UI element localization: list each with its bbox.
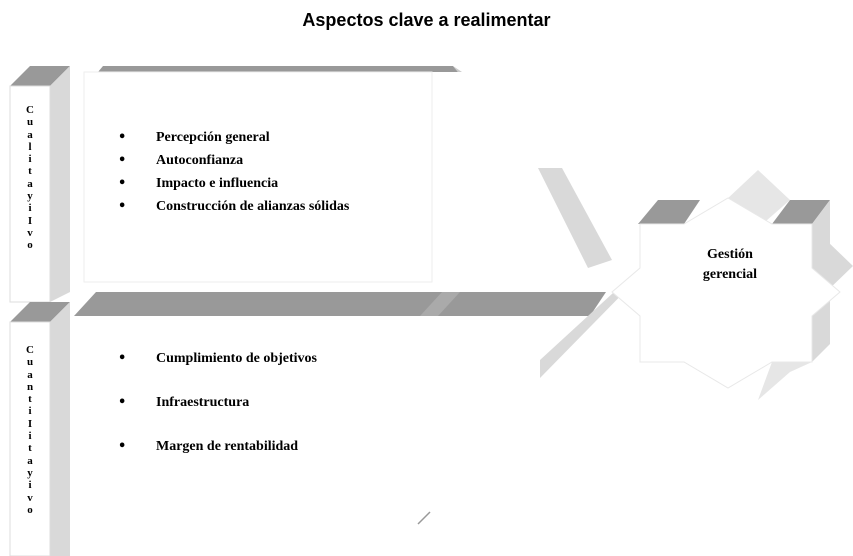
side-label-char: a [27, 368, 33, 381]
qualitative-box-top-face [98, 66, 458, 72]
qualitative-list: Percepción general Autoconfianza Impacto… [108, 126, 349, 218]
list-item: Percepción general [108, 126, 349, 149]
list-item: Construcción de alianzas sólidas [108, 195, 349, 218]
side-label-char: i [28, 479, 32, 492]
star-bottom-face [758, 362, 812, 400]
side-label-char: v [27, 491, 33, 504]
side-label-char: v [27, 226, 33, 239]
separator-band [74, 292, 606, 316]
star-top-face-right [772, 200, 830, 224]
side-label-char: I [27, 417, 33, 430]
side-label-char: i [28, 153, 32, 166]
side-label-char: l [28, 140, 32, 153]
connector-upper-band [538, 168, 612, 268]
connector-lower-band [540, 270, 640, 378]
side-label-char: o [27, 239, 33, 252]
list-item: Infraestructura [108, 393, 317, 413]
side-label-char: a [27, 177, 33, 190]
side-label-char: t [28, 393, 32, 406]
qualitative-box-top-right-bevel [453, 66, 462, 72]
list-item: Impacto e influencia [108, 172, 349, 195]
side-label-char: C [26, 344, 34, 356]
separator-band-highlight [420, 292, 460, 316]
center-label: Gestión gerencial [680, 245, 780, 285]
list-item: Margen de rentabilidad [108, 437, 317, 457]
center-label-line2: gerencial [702, 267, 758, 282]
side-label-char: n [26, 380, 34, 393]
side-label-char: I [27, 214, 33, 227]
star-top-face-left [638, 200, 700, 224]
side-label-char: t [28, 442, 32, 455]
side-label-char: i [28, 430, 32, 443]
side-label-char: C [26, 104, 34, 116]
star-front [611, 197, 841, 389]
side-label-char: u [26, 356, 34, 369]
quantitative-pillar-side [50, 302, 70, 556]
qualitative-pillar-side [50, 66, 70, 302]
side-label-char: a [27, 128, 33, 141]
qualitative-pillar-front [9, 85, 51, 303]
quantitative-pillar-front [9, 321, 51, 556]
side-label-char: i [28, 405, 32, 418]
side-label-char: y [27, 466, 33, 479]
list-item: Cumplimiento de objetivos [108, 349, 317, 369]
list-item: Autoconfianza [108, 149, 349, 172]
quantitative-list: Cumplimiento de objetivos Infraestructur… [108, 349, 317, 481]
side-label-char: i [28, 202, 32, 215]
center-label-line1: Gestión [707, 247, 753, 262]
side-label-char: a [27, 454, 33, 467]
side-label-char: u [26, 116, 34, 129]
side-label-char: y [27, 190, 33, 203]
side-label-char: t [28, 165, 32, 178]
connector-tick [417, 511, 431, 525]
side-label-char: o [27, 503, 33, 516]
diagram-title: Aspectos clave a realimentar [302, 10, 551, 30]
